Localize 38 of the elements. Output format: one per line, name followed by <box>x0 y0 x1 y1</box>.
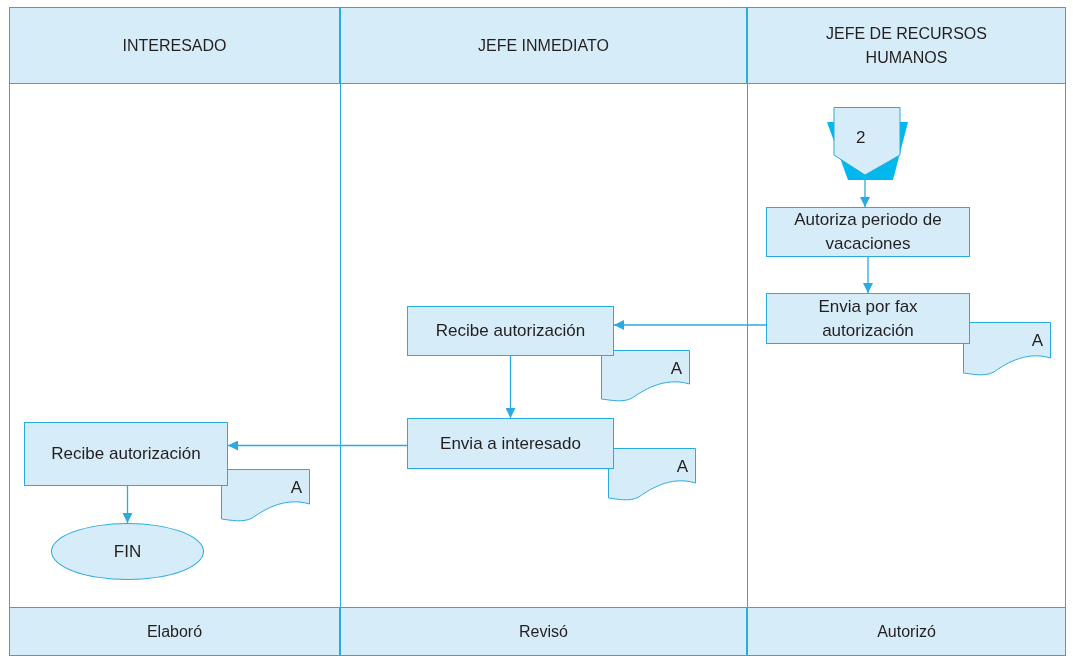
document-shape <box>221 469 310 522</box>
document-shape <box>963 322 1051 376</box>
arrow <box>863 256 873 294</box>
lane-title: JEFE INMEDIATO <box>478 35 609 56</box>
connector-number: 2 <box>856 127 866 149</box>
lane-header-cell <box>340 607 747 656</box>
process-box <box>407 418 614 469</box>
document-label: A <box>676 456 688 478</box>
lane-title: INTERESADO <box>122 35 227 56</box>
lane-header-cell <box>747 607 1066 656</box>
document-shape <box>608 448 696 501</box>
process-text: Recibe autorización <box>51 443 201 465</box>
lane-header-cell <box>747 7 1066 84</box>
arrow <box>505 355 516 419</box>
process-box <box>407 306 614 356</box>
lane-title: JEFE DE RECURSOS HUMANOS <box>825 23 988 68</box>
process-text: Envia a interesado <box>440 432 581 455</box>
process-box <box>766 207 970 257</box>
process-text: Envia por fax autorización <box>817 295 919 342</box>
arrow <box>860 179 870 208</box>
lane-header-cell <box>9 607 340 656</box>
document-label: A <box>670 358 682 380</box>
lane-header-cell <box>9 7 340 84</box>
document-label: A <box>1031 330 1043 352</box>
process-text: Recibe autorización <box>435 320 586 342</box>
lane-title: Elaboró <box>146 621 203 642</box>
process-box <box>24 422 228 486</box>
lane-title: Autorizó <box>877 621 936 642</box>
process-text: Autoriza periodo de vacaciones <box>793 209 943 255</box>
arrow <box>122 485 133 524</box>
terminator-text: FIN <box>113 540 142 563</box>
arrow <box>613 320 767 330</box>
arrow <box>227 440 408 451</box>
lane-header-cell <box>340 7 747 84</box>
lane-title: Revisó <box>519 621 568 642</box>
process-box <box>766 293 970 344</box>
document-shape <box>601 350 690 402</box>
document-label: A <box>290 477 302 499</box>
